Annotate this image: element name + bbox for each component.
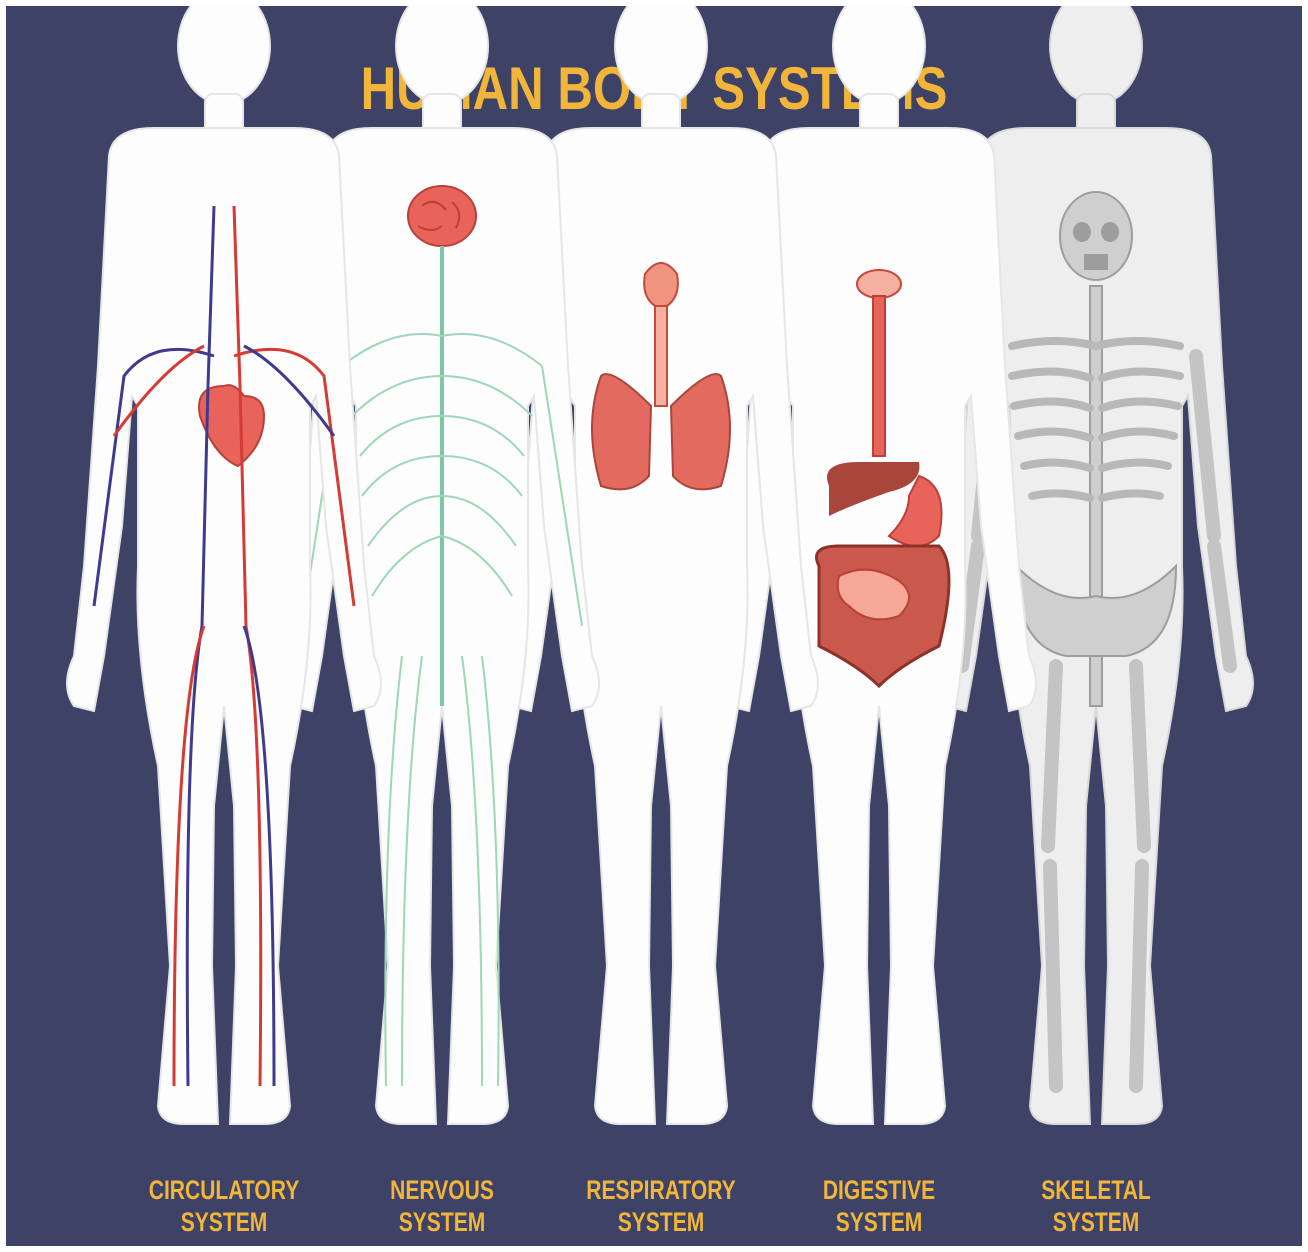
label-circulatory-line1: CIRCULATORY: [138, 1174, 310, 1206]
label-respiratory: RESPIRATORY SYSTEM: [575, 1174, 747, 1238]
label-digestive: DIGESTIVE SYSTEM: [793, 1174, 965, 1238]
label-respiratory-line1: RESPIRATORY: [575, 1174, 747, 1206]
body-figures: [6, 6, 1302, 1246]
label-digestive-line2: SYSTEM: [793, 1206, 965, 1238]
label-nervous-line1: NERVOUS: [356, 1174, 528, 1206]
poster: HUMAN BODY SYSTEMS: [6, 6, 1302, 1246]
label-skeletal-line2: SYSTEM: [1010, 1206, 1182, 1238]
label-respiratory-line2: SYSTEM: [575, 1206, 747, 1238]
label-skeletal-line1: SKELETAL: [1010, 1174, 1182, 1206]
label-circulatory: CIRCULATORY SYSTEM: [138, 1174, 310, 1238]
label-nervous-line2: SYSTEM: [356, 1206, 528, 1238]
label-digestive-line1: DIGESTIVE: [793, 1174, 965, 1206]
label-skeletal: SKELETAL SYSTEM: [1010, 1174, 1182, 1238]
label-circulatory-line2: SYSTEM: [138, 1206, 310, 1238]
label-nervous: NERVOUS SYSTEM: [356, 1174, 528, 1238]
circulatory-figure: [67, 6, 381, 1124]
